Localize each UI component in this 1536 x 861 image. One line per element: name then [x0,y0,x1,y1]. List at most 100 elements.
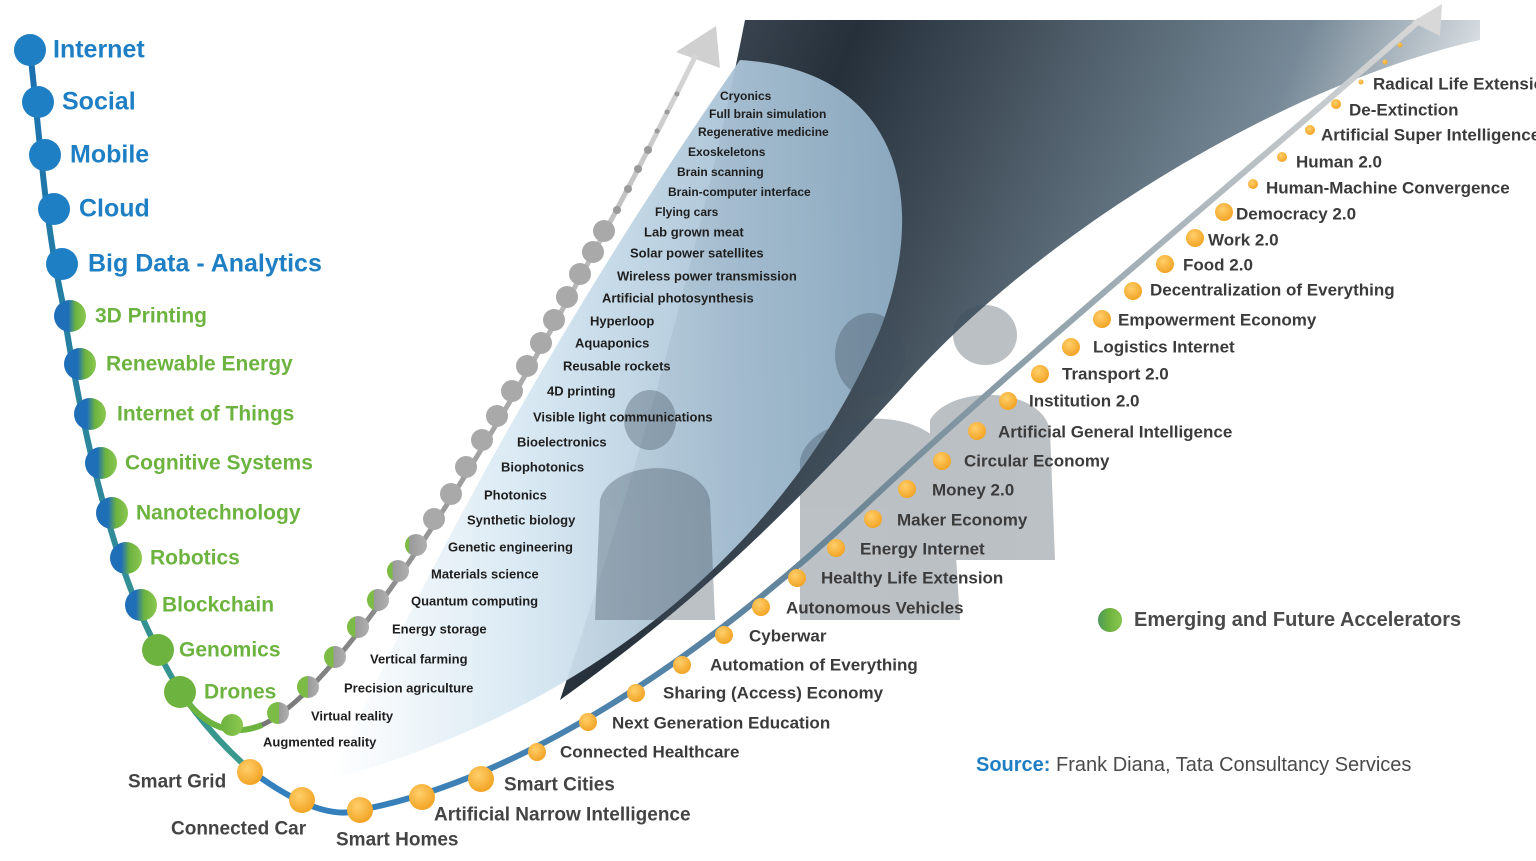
legend-green-dot-icon [1098,608,1122,632]
technology-node [64,348,96,380]
inner-node [324,646,346,668]
outer-node [933,452,951,470]
technology-node [125,589,157,621]
bottom-label-smart-homes: Smart Homes [336,829,459,851]
outer-label: Democracy 2.0 [1236,204,1357,224]
inner-arrow-head [676,26,720,68]
inner-label: Brain-computer interface [668,185,811,199]
bottom-node [468,766,494,792]
outer-node [1358,79,1364,85]
outer-label: Maker Economy [897,510,1028,530]
outer-node [1248,179,1258,189]
inner-label: Precision agriculture [344,680,474,696]
outer-node [1124,282,1142,300]
tech-label-cognitive-systems: Cognitive Systems [125,451,313,475]
outer-label: Institution 2.0 [1029,391,1140,411]
inner-label: Synthetic biology [467,512,576,528]
outer-label: Automation of Everything [710,655,918,675]
tech-label-big-data: Big Data - Analytics [88,249,322,278]
inner-label: Materials science [431,566,539,582]
outer-label: De-Extinction [1349,100,1459,120]
outer-label: Artificial Super Intelligence [1321,125,1536,145]
outer-node [1156,255,1174,273]
outer-node [715,626,733,644]
inner-label: Lab grown meat [644,224,744,240]
outer-node [999,392,1017,410]
inner-node [613,206,621,214]
technology-node [110,542,142,574]
outer-node [968,422,986,440]
inner-node [297,676,319,698]
inner-label: Photonics [484,487,547,503]
inner-node [556,286,578,308]
outer-node [898,480,916,498]
outer-node [1062,338,1080,356]
technology-node [142,634,174,666]
inner-node [501,380,523,402]
tech-label-drones: Drones [204,680,277,704]
outer-node [1215,203,1233,221]
inner-node [440,483,462,505]
outer-label: Money 2.0 [932,480,1015,500]
technology-node [85,447,117,479]
outer-node [1305,125,1315,135]
inner-node [582,241,604,263]
bottom-node [237,759,263,785]
outer-label: Energy Internet [860,539,985,559]
inner-node [423,508,445,530]
outer-node [788,569,806,587]
outer-label: Human-Machine Convergence [1266,178,1510,198]
tech-label-internet: Internet [53,35,145,64]
outer-label: Cyberwar [749,626,827,646]
tech-label-nanotechnology: Nanotechnology [136,501,301,525]
outer-label: Decentralization of Everything [1150,280,1395,300]
inner-node [569,263,591,285]
bottom-label-ani: Artificial Narrow Intelligence [434,804,691,826]
inner-label: 4D printing [547,383,616,399]
inner-node [471,429,493,451]
left-nodes [14,34,196,708]
inner-label: Aquaponics [575,335,650,351]
inner-label: Bioelectronics [517,434,607,450]
inner-label: Wireless power transmission [617,268,797,284]
outer-arrow-head [1412,4,1442,36]
outer-label: Next Generation Education [612,713,831,733]
outer-label: Radical Life Extension [1373,74,1536,94]
inner-label: Hyperloop [590,313,655,329]
outer-node [1397,42,1403,48]
tech-label-robotics: Robotics [150,546,240,570]
inner-node [644,146,652,154]
inner-label: Cryonics [720,89,772,103]
inner-node [593,220,615,242]
technology-node [14,34,46,66]
inner-node [405,534,427,556]
inner-node [367,589,389,611]
outer-label: Human 2.0 [1296,152,1382,172]
tech-label-cloud: Cloud [79,194,150,223]
tech-label-genomics: Genomics [179,638,281,662]
outer-label: Logistics Internet [1093,337,1235,357]
inner-label: Full brain simulation [709,107,827,121]
inner-nodes [221,91,680,736]
source-text: Frank Diana, Tata Consultancy Services [1056,754,1412,776]
bottom-node [347,797,373,823]
outer-nodes [237,42,1403,823]
technology-node [164,676,196,708]
inner-label: Reusable rockets [563,358,671,374]
inner-node [624,185,632,193]
outer-node [752,598,770,616]
inner-label: Artificial photosynthesis [602,290,754,306]
inner-label: Brain scanning [677,165,764,179]
inner-node [455,456,477,478]
inner-label: Vertical farming [370,651,468,667]
inner-label: Exoskeletons [688,145,766,159]
inner-node [347,616,369,638]
inner-node [516,355,538,377]
outer-node [528,743,546,761]
inner-node [664,109,670,115]
outer-label: Autonomous Vehicles [786,598,964,618]
bottom-node [409,784,435,810]
outer-label: Connected Healthcare [560,742,740,762]
outer-node [579,713,597,731]
